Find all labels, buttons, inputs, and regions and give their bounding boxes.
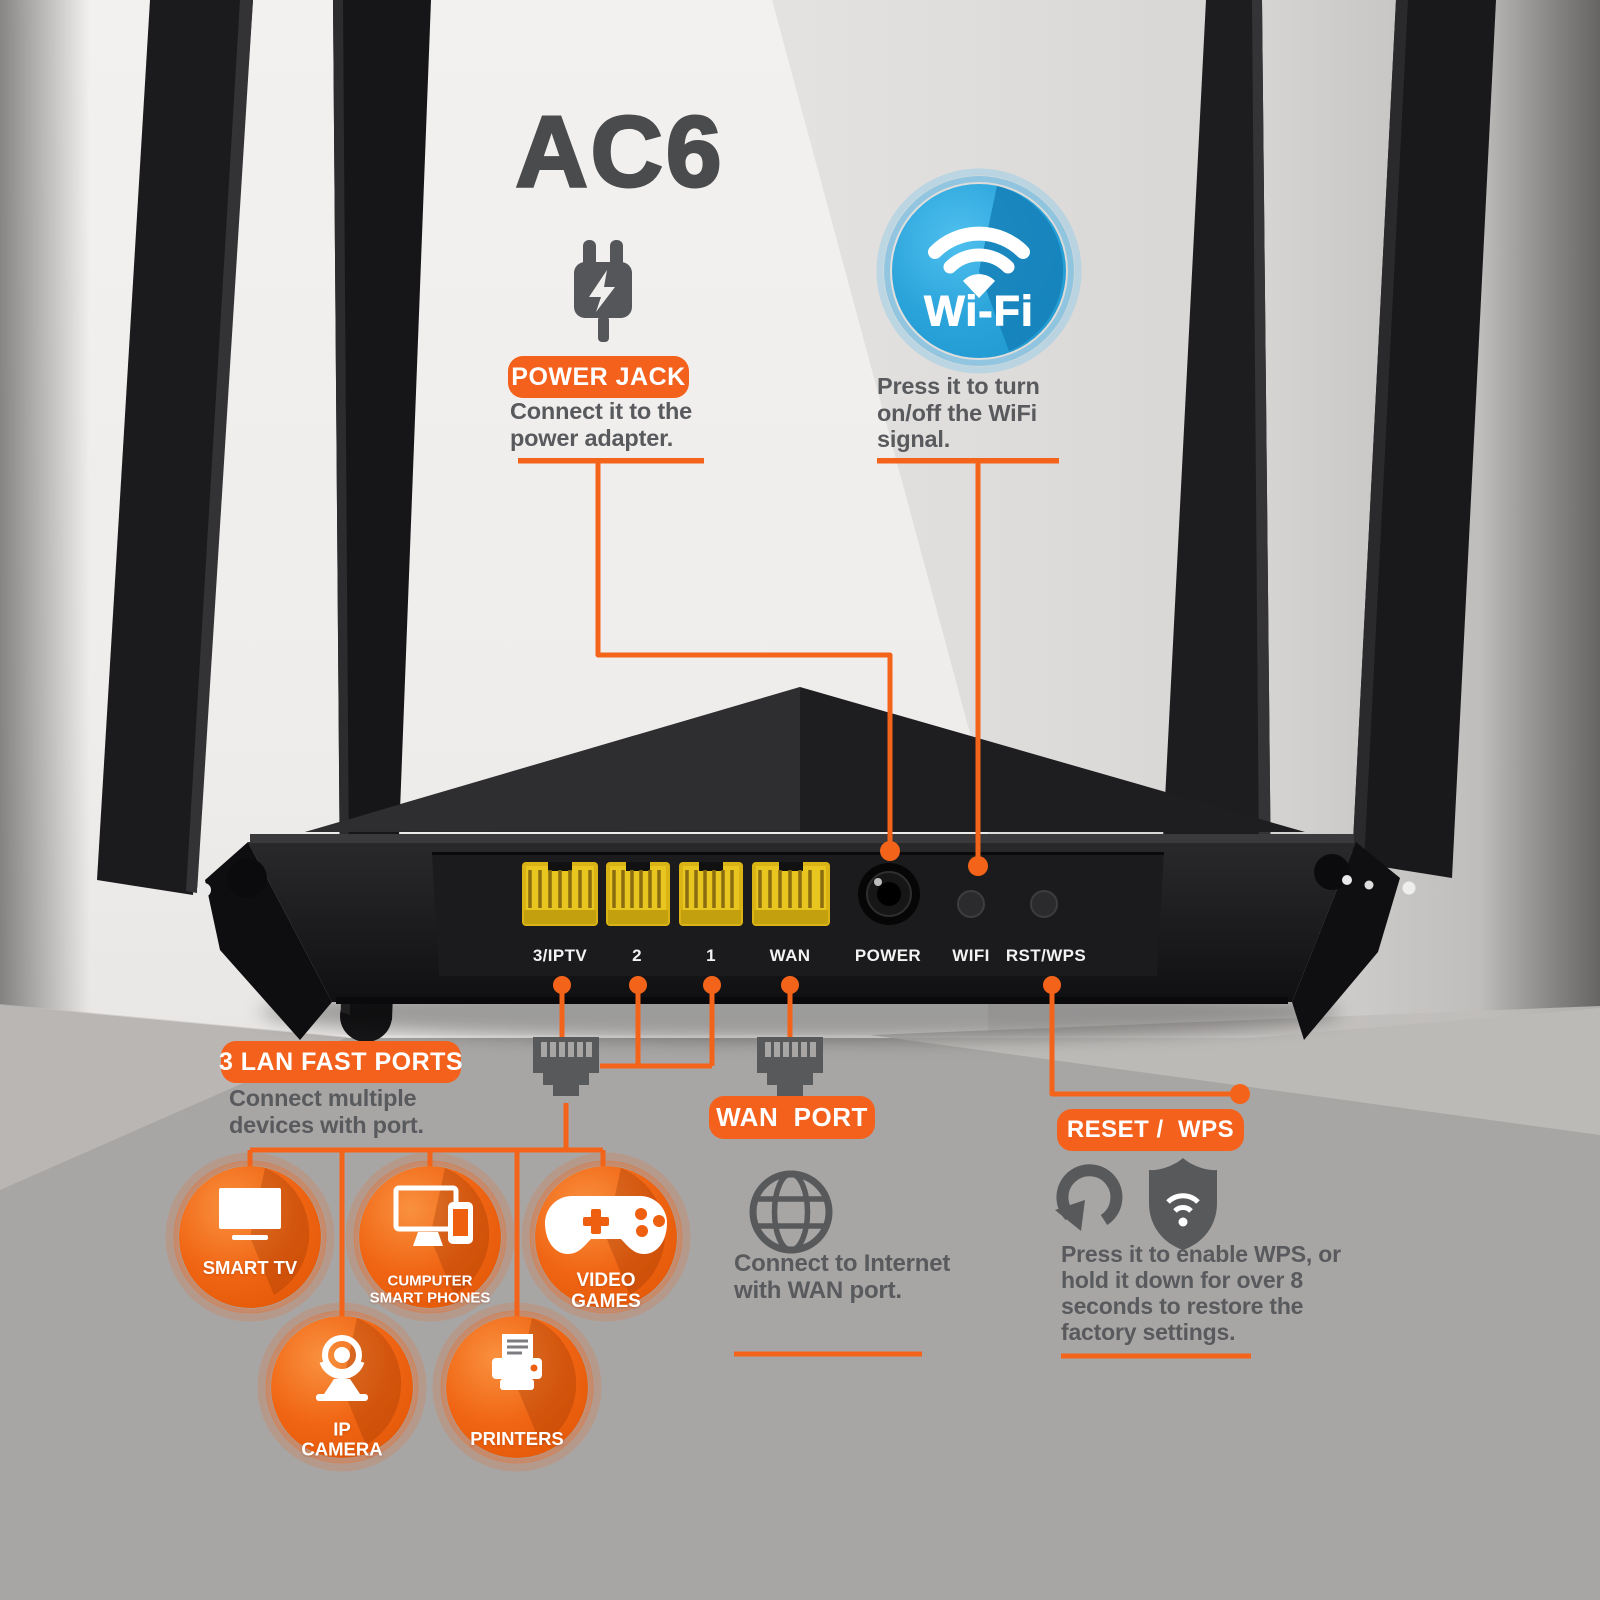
wifi-button-label: Wi-Fi [924,287,1034,336]
power-plug-icon [574,240,632,342]
wall-shadow-left [0,0,90,1035]
wifi-underline [877,458,1059,463]
lan-port-jacks [522,862,830,926]
device-label-video-games: VIDEO GAMES [571,1270,641,1312]
port-label-wifi: WIFI [952,946,990,965]
port-label-power: POWER [854,946,922,965]
reset-wps-badge: RESET / WPS [1057,1109,1244,1151]
wan-port-description: Connect to Internet with WAN port. [734,1250,951,1305]
power-jack-description: Connect it to the power adapter. [510,398,692,451]
wall-shadow-right [1480,0,1600,1035]
wifi-button [957,890,985,918]
port-label-3iptv: 3/IPTV [532,946,588,965]
computer-phone-icon [393,1185,473,1246]
power-jack-port [858,863,920,925]
device-video-games [521,1152,691,1322]
hinge-screw-right [1402,881,1416,895]
antenna-left-inner [333,0,431,1022]
router-body [197,687,1416,1040]
device-computer-smart-phones [345,1152,515,1322]
power-jack-badge: POWER JACK [508,356,689,398]
device-label-computer-smart-phones: CUMPUTER SMART PHONES [369,1272,491,1306]
globe-icon [749,1170,833,1254]
port-label-rstwps: RST/WPS [1005,946,1087,965]
gamepad-icon [545,1196,667,1254]
router-right-fin [1292,842,1400,1040]
hinge-screw-left [197,883,211,897]
reset-icon [1055,1164,1123,1231]
device-label-ip-camera: IP CAMERA [301,1418,383,1460]
reset-wps-description: Press it to enable WPS, or hold it down … [1061,1241,1341,1345]
lan-ports-description: Connect multiple devices with port. [229,1085,424,1138]
wan-port-badge: WAN PORT [709,1096,875,1139]
router-antennas [97,0,1496,1042]
smart-tv-icon [219,1188,281,1240]
port-label-2: 2 [632,946,642,965]
device-label-printers: PRINTERS [470,1427,564,1449]
device-ip-camera [257,1302,427,1472]
wifi-icon [876,168,1082,374]
ethernet-icon-wan [757,1037,823,1096]
connector-lines [247,458,1251,1359]
antenna-right-inner [1156,0,1272,985]
product-title: AC6 [514,95,725,210]
antenna-left-outer [97,0,253,895]
connector-dots [553,841,1250,1104]
ip-camera-icon [316,1335,368,1401]
device-label-smart-tv: SMART TV [202,1256,298,1278]
wifi-description: Press it to turn on/off the WiFi signal. [877,373,1040,453]
device-smart-tv [165,1152,335,1322]
lan-ports-badge: 3 LAN FAST PORTS [219,1041,463,1083]
port-label-1: 1 [706,946,716,965]
printer-icon [492,1334,542,1390]
power-underline [518,458,704,463]
device-printers [432,1302,602,1472]
wps-shield-icon [1149,1158,1217,1250]
port-label-wan: WAN [769,946,811,965]
ethernet-icon-lan [533,1037,599,1096]
reset-wps-button [1030,890,1058,918]
